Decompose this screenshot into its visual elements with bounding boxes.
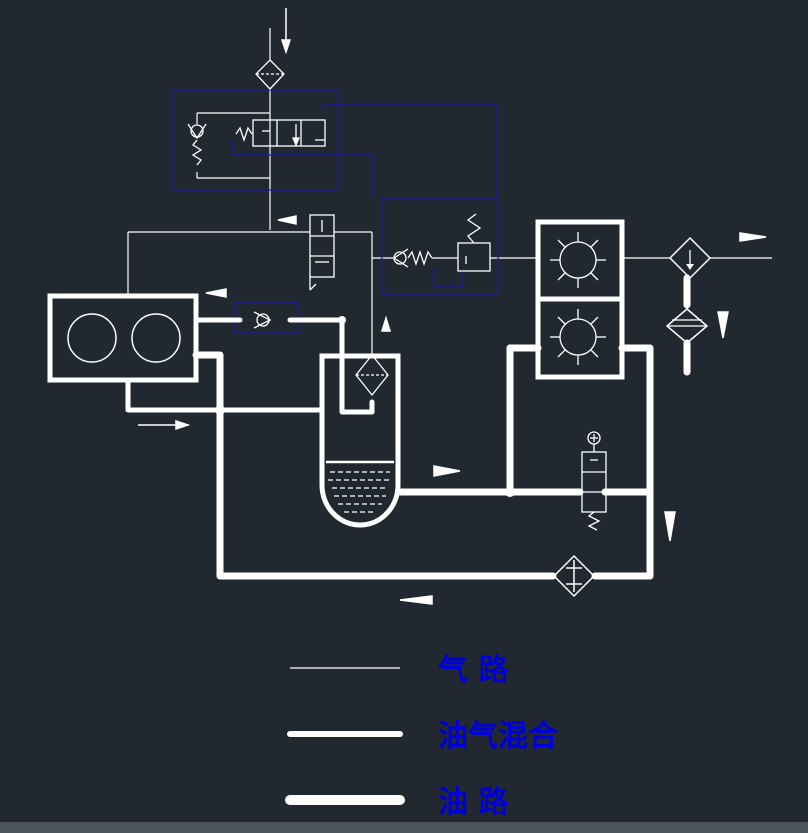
legend-label-air: 气 路: [438, 653, 509, 688]
oil-filter: [552, 554, 596, 598]
legend-label-oil: 油 路: [438, 785, 509, 820]
compressor: [47, 293, 199, 383]
outlet-filter: [665, 236, 712, 376]
air-lines: [127, 28, 772, 355]
thermostatic-valve: [581, 431, 607, 531]
check-valve-discharge: [253, 311, 272, 329]
minimum-pressure-valve: [392, 213, 491, 272]
oil-gas-lines: [125, 317, 375, 415]
flow-arrows: [138, 8, 767, 605]
status-bar: [0, 822, 808, 833]
oil-separator-tank: [319, 353, 401, 528]
junction-dots: [215, 316, 515, 497]
legend: 气 路 油气混合 油 路: [285, 653, 558, 820]
cooler: [535, 219, 625, 380]
oil-lines: [192, 344, 654, 580]
directional-valve-middle: [309, 214, 335, 291]
check-valve-top: [187, 123, 207, 166]
legend-label-oil-gas: 油气混合: [438, 719, 558, 754]
directional-valve-top: [235, 119, 326, 147]
inlet-filter: [255, 59, 285, 90]
